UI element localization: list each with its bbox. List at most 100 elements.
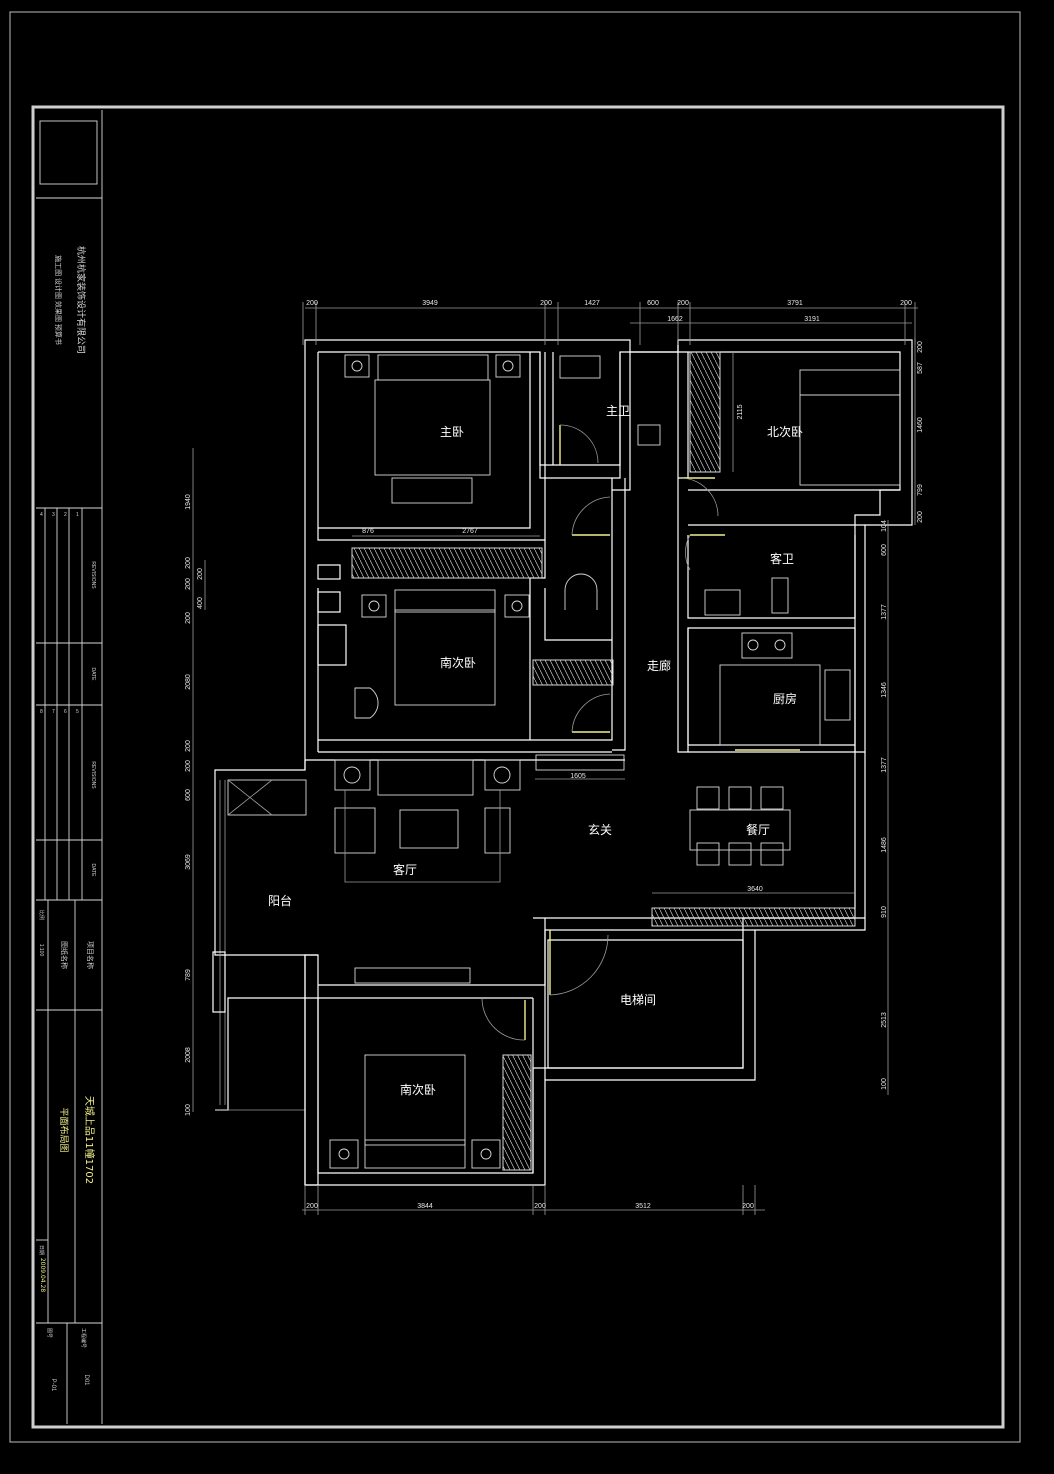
date-label-2: DATE	[90, 864, 96, 878]
room-corridor: 走廊	[647, 658, 671, 673]
dim-label: 1662	[667, 316, 683, 323]
date-caption: 日期	[38, 1245, 44, 1255]
south-bed-upper	[394, 609, 496, 706]
dim-label: 200	[306, 300, 318, 307]
dim-label: 3512	[635, 1203, 651, 1210]
dim-label: 2080	[185, 674, 192, 690]
project-name-label: 项目名称	[86, 941, 95, 969]
room-master-bath: 主卫	[606, 404, 630, 418]
room-south-bedroom-upper: 南次卧	[440, 655, 476, 670]
dim-label: 910	[881, 906, 888, 918]
dining-table	[689, 809, 791, 851]
dim-label: 600	[185, 789, 192, 801]
dim-label: 3949	[422, 300, 438, 307]
logo-box	[39, 120, 98, 185]
revisions-label-2: REVISIONS	[90, 761, 96, 789]
dim-label: 200	[917, 511, 924, 523]
south-bed-lower	[364, 1054, 466, 1146]
dim-label: 2513	[881, 1012, 888, 1028]
dim-label: 2767	[462, 528, 478, 535]
revision-number: 1	[76, 512, 79, 518]
sheet-number: D01	[83, 1374, 89, 1386]
revisions-table: REVISIONS DATE REVISIONS DATE 1 2 3 4 5 …	[36, 507, 102, 901]
dim-label: 1940	[185, 494, 192, 510]
drawing-no-label: 图号	[46, 1328, 52, 1338]
drawing-frame	[31, 105, 1005, 1429]
scale-value: 1:100	[38, 944, 44, 957]
dim-label: 200	[677, 300, 689, 307]
project-name: 天城上品11幢1702	[83, 1096, 96, 1184]
dim-label: 200	[185, 612, 192, 624]
wardrobe	[351, 547, 543, 579]
dim-label: 100	[881, 1078, 888, 1090]
dim-label: 2008	[185, 1047, 192, 1063]
drawing-number: P-01	[50, 1379, 56, 1392]
walls	[212, 339, 913, 1186]
dimension-labels: 200 3949 200 1427 600 200 3791 200 1662 …	[185, 300, 924, 1210]
dim-label: 200	[185, 760, 192, 772]
room-labels: 主卧 主卫 北次卧 客卫 南次卧 走廊 厨房 玄关 餐厅 客厅 阳台 电梯间 南…	[268, 404, 803, 1097]
room-dining: 餐厅	[746, 822, 770, 837]
wardrobe	[532, 659, 614, 686]
room-south-bedroom-lower: 南次卧	[400, 1082, 436, 1097]
dimension-lines	[192, 302, 918, 1215]
room-living: 客厅	[393, 862, 417, 877]
dim-label: 3191	[804, 316, 820, 323]
drawing-date: 2009.04.28	[39, 1258, 46, 1293]
revision-number: 6	[64, 709, 67, 715]
room-north-bedroom: 北次卧	[767, 425, 803, 439]
master-bed	[374, 379, 491, 476]
company-name: 杭州杭家装饰设计有限公司	[75, 246, 87, 354]
dim-label: 3791	[787, 300, 803, 307]
sheet-label: 工程编号	[80, 1328, 87, 1348]
room-master-bedroom: 主卧	[440, 425, 464, 439]
drawing-name: 平面布局图	[58, 1107, 70, 1152]
dim-label: 200	[900, 300, 912, 307]
dim-label: 3069	[185, 854, 192, 870]
dim-label: 1486	[881, 837, 888, 853]
room-foyer: 玄关	[588, 822, 612, 837]
room-elevator-hall: 电梯间	[620, 993, 656, 1007]
room-balcony: 阳台	[268, 893, 292, 908]
dim-label: 100	[185, 1104, 192, 1116]
sofa	[377, 759, 474, 796]
north-bed	[799, 394, 901, 486]
dim-label: 200	[540, 300, 552, 307]
cabinet	[651, 907, 856, 927]
date-label: DATE	[90, 668, 96, 682]
dim-label: 3640	[747, 886, 763, 893]
dim-label: 799	[917, 484, 924, 496]
dim-label: 200	[197, 568, 204, 580]
dim-label: 3844	[417, 1203, 433, 1210]
dim-label: 876	[362, 528, 374, 535]
dim-label: 200	[742, 1203, 754, 1210]
dim-label: 600	[647, 300, 659, 307]
dim-label: 200	[306, 1203, 318, 1210]
dim-label: 200	[185, 557, 192, 569]
revision-number: 8	[40, 709, 43, 715]
wardrobe	[502, 1054, 532, 1171]
dim-label: 789	[185, 969, 192, 981]
sheet-border	[9, 11, 1021, 1443]
dim-label: 200	[534, 1203, 546, 1210]
dim-label: 600	[881, 544, 888, 556]
revision-number: 3	[52, 512, 55, 518]
dim-label: 1605	[570, 773, 586, 780]
dim-label: 1346	[881, 682, 888, 698]
scale-label: 比例	[38, 910, 45, 920]
dim-label: 2115	[737, 404, 744, 419]
revision-number: 7	[52, 709, 55, 715]
revision-number: 4	[40, 512, 43, 518]
dim-label: 587	[917, 362, 924, 374]
dim-label: 200	[185, 578, 192, 590]
company-services: 施工图 设计图 效果图 预算书	[54, 255, 63, 345]
dim-label: 400	[197, 597, 204, 609]
wardrobe	[689, 351, 721, 473]
title-block: 杭州杭家装饰设计有限公司 施工图 设计图 效果图 预算书 REVISIONS D…	[36, 110, 103, 1424]
dim-label: 1427	[584, 300, 600, 307]
revision-number: 2	[64, 512, 67, 518]
room-guest-bath: 客卫	[770, 551, 794, 566]
revisions-label: REVISIONS	[90, 561, 96, 589]
dim-label: 1460	[917, 417, 924, 433]
